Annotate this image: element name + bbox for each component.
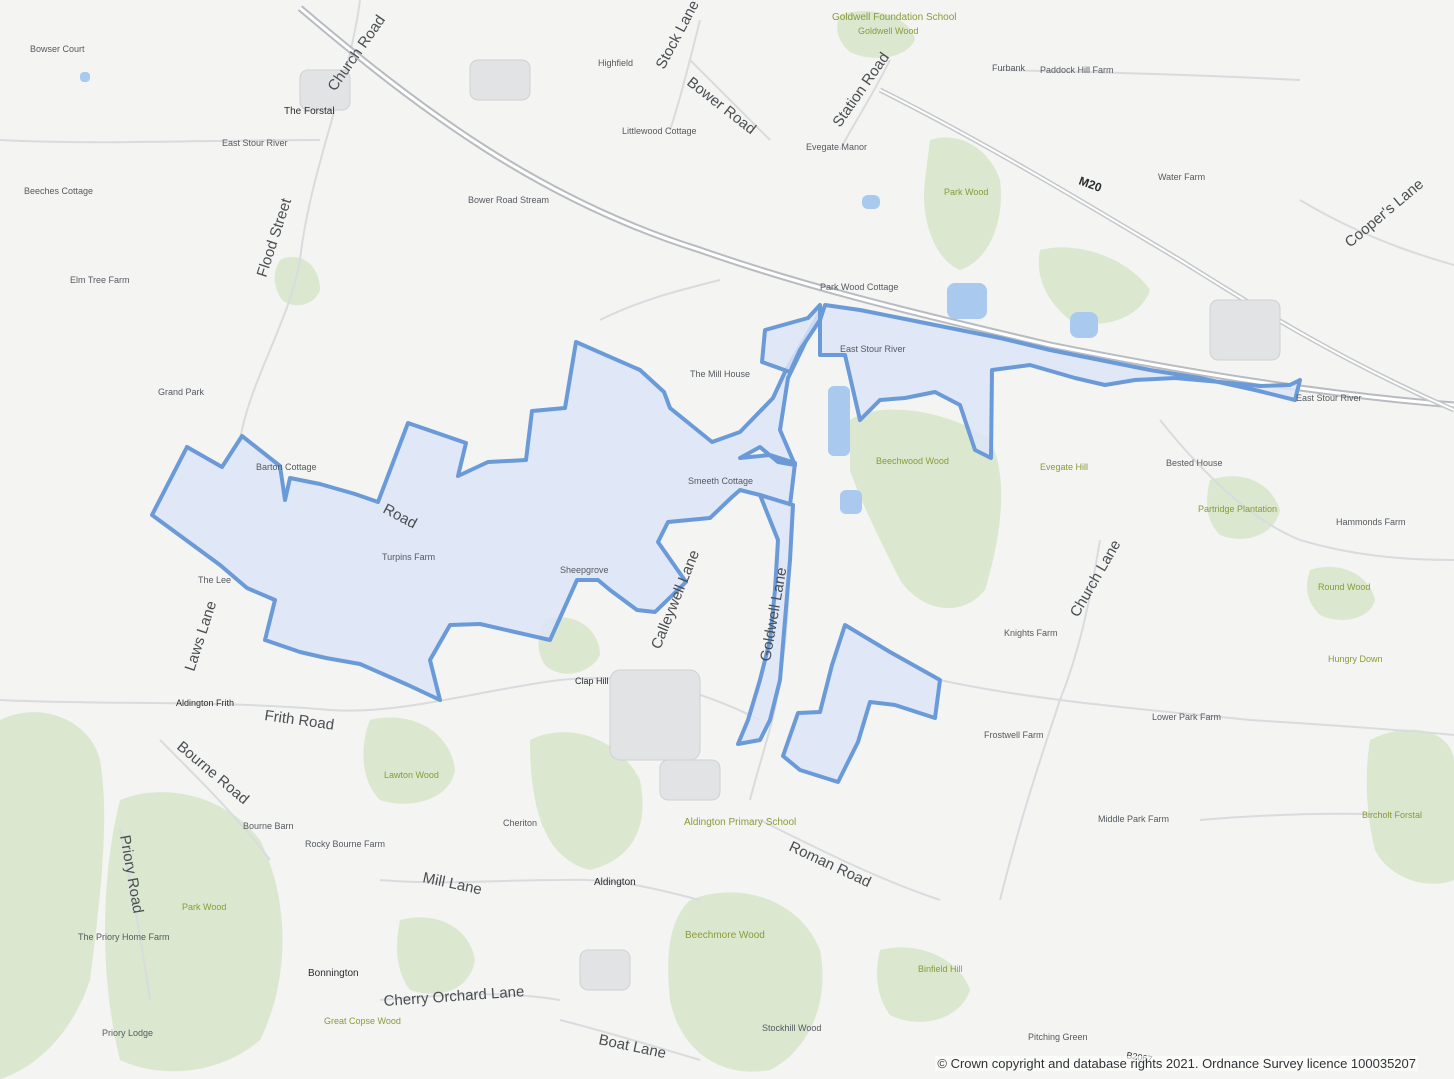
place-label: Water Farm (1158, 172, 1205, 182)
place-label: Binfield Hill (918, 964, 963, 974)
place-label: Sheepgrove (560, 565, 609, 575)
place-label: Aldington Frith (176, 698, 234, 708)
place-label: Grand Park (158, 387, 205, 397)
place-label: Hungry Down (1328, 654, 1383, 664)
place-label: Smeeth Cottage (688, 476, 753, 486)
place-label: Evegate Hill (1040, 462, 1088, 472)
place-label: Beeches Cottage (24, 186, 93, 196)
woodland-layer (0, 11, 1454, 1079)
place-label: Barton Cottage (256, 462, 317, 472)
copyright-notice: © Crown copyright and database rights 20… (935, 1056, 1418, 1071)
place-label: Bonnington (308, 968, 359, 979)
woodland-area (1307, 566, 1375, 620)
woodland-area (0, 712, 105, 1079)
wood-label: Park Wood (182, 902, 226, 912)
pond (80, 72, 90, 82)
place-label: Park Wood Cottage (820, 282, 898, 292)
place-label: Clap Hill (575, 676, 609, 686)
wood-label: Beechwood Wood (876, 456, 949, 466)
lake (947, 283, 987, 319)
place-label: Bourne Barn (243, 821, 294, 831)
wood-label: Bircholt Forstal (1362, 810, 1422, 820)
water-layer (80, 72, 1098, 514)
woodland-area (877, 947, 970, 1022)
place-label: The Priory Home Farm (78, 932, 170, 942)
wood-label: Stockhill Wood (762, 1023, 821, 1033)
woodland-area (1366, 729, 1454, 884)
site-boundary-south (781, 623, 942, 784)
place-label: Furbank (992, 63, 1026, 73)
place-label: Bower Road Stream (468, 195, 549, 205)
river-label: East Stour River (1296, 393, 1362, 403)
buildings-layer (299, 59, 1281, 991)
place-label: Hammonds Farm (1336, 517, 1406, 527)
wood-label: Partridge Plantation (1198, 504, 1277, 514)
woodland-area (1038, 247, 1150, 324)
wood-label: Lawton Wood (384, 770, 439, 780)
woodland-area (397, 917, 475, 994)
woodland-area (850, 409, 1002, 609)
woodland-area (924, 137, 1001, 270)
place-label: Frostwell Farm (984, 730, 1044, 740)
woodland-area (530, 732, 643, 870)
place-label: Bowser Court (30, 44, 85, 54)
wood-label: Goldwell Wood (858, 26, 918, 36)
site-boundary-west (150, 310, 822, 702)
place-label: The Lee (198, 575, 231, 585)
place-label: Highfield (598, 58, 633, 68)
place-label: Middle Park Farm (1098, 814, 1169, 824)
woodland-area (837, 11, 915, 58)
wood-label: Great Copse Wood (324, 1016, 401, 1026)
place-label: Paddock Hill Farm (1040, 65, 1114, 75)
place-label: Aldington (594, 877, 636, 888)
woodland-area (105, 792, 283, 1072)
place-label: Pitching Green (1028, 1032, 1088, 1042)
place-label: Bested House (1166, 458, 1223, 468)
lake (1070, 312, 1098, 338)
place-label: Evegate Manor (806, 142, 867, 152)
place-label: Turpins Farm (382, 552, 435, 562)
place-label: Littlewood Cottage (622, 126, 697, 136)
wood-label: Park Wood (944, 187, 988, 197)
site-boundary-southwest-strip (736, 493, 795, 746)
river-label: East Stour River (222, 138, 288, 148)
lake (828, 386, 850, 456)
site-boundary-layer (150, 303, 1302, 784)
woodland-area (668, 892, 823, 1072)
lake (840, 490, 862, 514)
place-label: Elm Tree Farm (70, 275, 130, 285)
site-boundary-north (760, 303, 1302, 460)
place-label: Knights Farm (1004, 628, 1058, 638)
place-label: Priory Lodge (102, 1028, 153, 1038)
place-label: The Mill House (690, 369, 750, 379)
woodland-area (274, 256, 320, 306)
river-label: East Stour River (840, 344, 906, 354)
wood-label: Round Wood (1318, 582, 1370, 592)
woodland-area (363, 717, 455, 804)
motorway-layer (297, 5, 1454, 413)
place-label: Lower Park Farm (1152, 712, 1221, 722)
pond (862, 195, 880, 209)
wood-label: Beechmore Wood (685, 930, 765, 941)
school-label: Aldington Primary School (684, 817, 796, 828)
place-label: Cheriton (503, 818, 537, 828)
place-label: The Forstal (284, 106, 335, 117)
school-label: Goldwell Foundation School (832, 12, 957, 23)
place-label: Rocky Bourne Farm (305, 839, 385, 849)
